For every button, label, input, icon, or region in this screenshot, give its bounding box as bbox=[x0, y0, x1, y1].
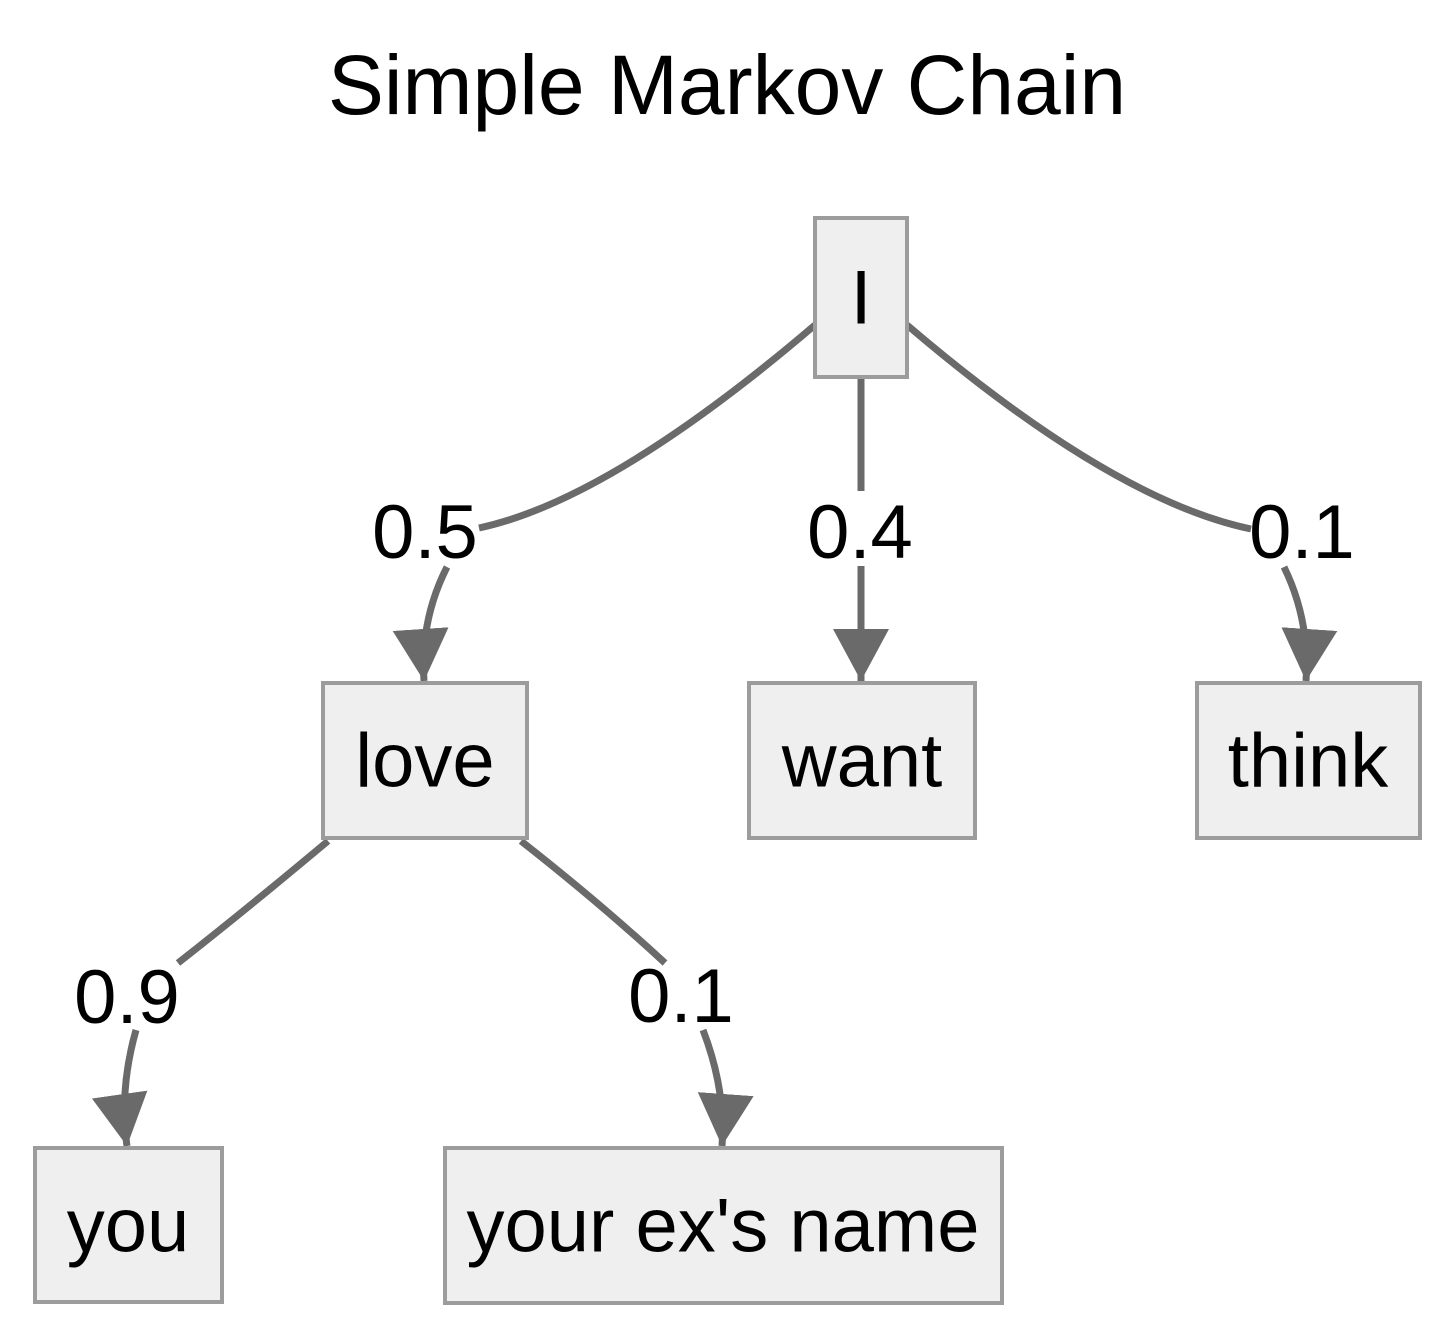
node-think: think bbox=[1195, 681, 1422, 840]
edge-label-love-ex: 0.1 bbox=[628, 954, 734, 1039]
edge-i-love-segment-upper bbox=[478, 322, 818, 532]
node-i: I bbox=[813, 216, 909, 379]
edge-label-i-think: 0.1 bbox=[1249, 490, 1355, 575]
edge-i-think: 0.1 bbox=[904, 322, 1355, 682]
edge-label-i-love: 0.5 bbox=[372, 490, 478, 575]
node-i-label: I bbox=[850, 256, 871, 341]
node-want-label: want bbox=[781, 719, 943, 804]
edge-love-you-segment-upper bbox=[175, 838, 331, 966]
edge-i-love-segment-arrow bbox=[392, 565, 451, 682]
node-you: you bbox=[33, 1146, 224, 1304]
edge-i-love: 0.5 bbox=[372, 322, 818, 682]
node-i-box bbox=[813, 216, 909, 379]
diagram-title: Simple Markov Chain bbox=[328, 38, 1126, 132]
node-want: want bbox=[747, 681, 977, 840]
edge-label-love-you: 0.9 bbox=[74, 955, 180, 1040]
node-your-exs-name-label: your ex's name bbox=[467, 1184, 980, 1269]
edge-love-you: 0.9 bbox=[74, 838, 331, 1147]
node-your-exs-name: your ex's name bbox=[443, 1146, 1004, 1305]
edge-i-want: 0.4 bbox=[807, 377, 913, 681]
edge-love-ex: 0.1 bbox=[518, 838, 754, 1147]
node-think-box bbox=[1195, 681, 1422, 840]
node-think-label: think bbox=[1228, 719, 1390, 804]
edge-label-i-want: 0.4 bbox=[807, 490, 913, 575]
edge-i-think-segment-arrow bbox=[1280, 565, 1338, 682]
node-you-box bbox=[33, 1146, 224, 1304]
node-you-label: you bbox=[67, 1184, 190, 1269]
node-love-label: love bbox=[355, 719, 494, 804]
node-your-exs-name-box bbox=[443, 1146, 1004, 1305]
node-love-box bbox=[321, 681, 529, 840]
edge-i-think-segment-upper bbox=[904, 322, 1252, 533]
edge-love-you-segment-arrow bbox=[91, 1029, 148, 1147]
edge-love-ex-segment-arrow bbox=[697, 1028, 754, 1147]
node-love: love bbox=[321, 681, 529, 840]
node-want-box bbox=[747, 681, 977, 840]
edge-love-ex-segment-upper bbox=[518, 838, 668, 966]
